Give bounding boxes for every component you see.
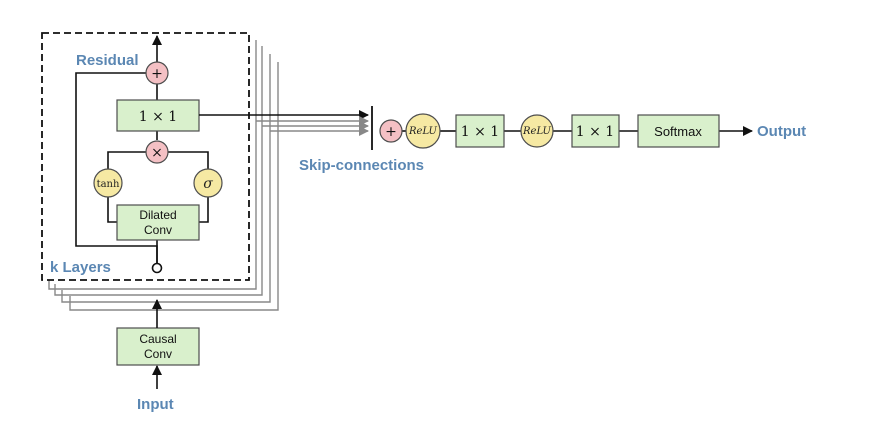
- tanh-activation: [93, 168, 123, 198]
- head-conv-1x1-2: [571, 114, 620, 148]
- relu-2-label: ReLU: [522, 126, 552, 137]
- residual-layer-frame: [41, 32, 250, 281]
- causal-conv-box: [116, 327, 200, 366]
- residual-add-symbol: +: [151, 66, 163, 82]
- dilated-conv-label-line2: Conv: [144, 223, 172, 237]
- dilated-conv-box: [116, 204, 200, 241]
- dilated-conv-label-line1: Dilated: [139, 208, 176, 222]
- sigmoid-label: σ: [203, 176, 213, 192]
- layer-input-node: [151, 262, 163, 274]
- relu-activation-1: [405, 113, 441, 149]
- gate-multiply-op: [145, 140, 169, 164]
- causal-conv-label-line1: Causal: [139, 332, 176, 346]
- skip-sum-symbol: +: [385, 124, 397, 140]
- stacked-layer-3: [61, 54, 271, 303]
- skip-sum-op: [379, 119, 403, 143]
- residual-label: Residual: [76, 52, 139, 69]
- sigma-to-multiply-wire: [168, 151, 209, 170]
- residual-add-op: [145, 61, 169, 85]
- relu-activation-2: [520, 114, 554, 148]
- skip-connections-label: Skip-connections: [299, 157, 424, 174]
- relu-1-label: ReLU: [408, 126, 438, 137]
- tanh-to-multiply-wire: [107, 151, 146, 170]
- input-label: Input: [137, 396, 174, 413]
- layer-conv-1x1-label: 1 × 1: [139, 109, 177, 125]
- dilated-to-sigma-wire: [199, 196, 209, 223]
- k-layers-label: k Layers: [50, 259, 111, 276]
- sigmoid-activation: [193, 168, 223, 198]
- head-conv-1x1-1-label: 1 × 1: [461, 124, 499, 140]
- output-label: Output: [757, 123, 806, 140]
- softmax-label: Softmax: [654, 124, 702, 139]
- tanh-label: tanh: [97, 179, 120, 190]
- stacked-layer-1: [48, 40, 257, 290]
- gate-multiply-symbol: ×: [151, 145, 163, 161]
- head-conv-1x1-1: [455, 114, 505, 148]
- stacked-layer-4: [69, 62, 279, 311]
- softmax-box: [637, 114, 720, 148]
- layer-stack: [41, 32, 279, 311]
- head-conv-1x1-2-label: 1 × 1: [576, 124, 614, 140]
- dilated-to-tanh-wire: [107, 196, 117, 223]
- causal-conv-label-line2: Conv: [144, 347, 172, 361]
